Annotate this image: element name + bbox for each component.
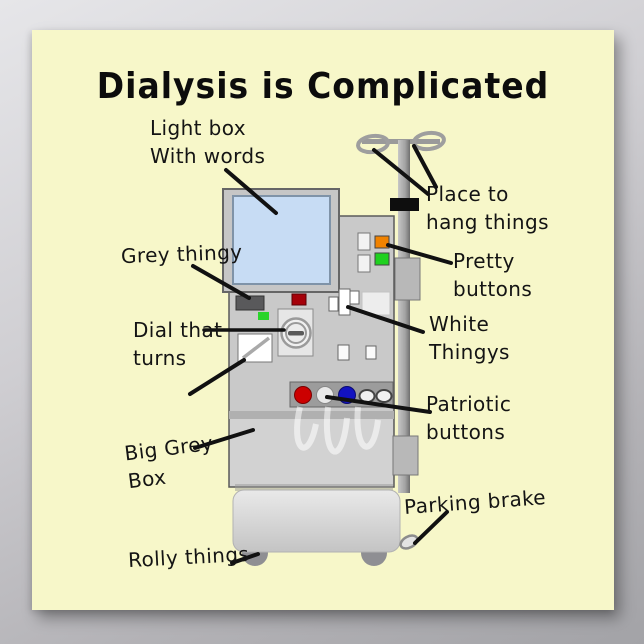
pole-mount-upper (394, 257, 421, 301)
white-slot-lever (241, 336, 271, 360)
poster-title: Dialysis is Complicated (96, 64, 550, 107)
body-shadow (235, 484, 393, 491)
small-button-2 (365, 345, 377, 360)
label-light-box: Light box With words (150, 116, 266, 169)
label-pretty-buttons: Pretty buttons (453, 249, 533, 302)
arrow-parking-brake (413, 510, 449, 545)
label-place-to-hang: Place to hang things (426, 182, 549, 235)
pole-clamp (390, 198, 419, 211)
red-indicator (291, 293, 307, 306)
hanger-hook-right (412, 130, 446, 152)
patriotic-red-button (294, 386, 312, 404)
label-patriotic-buttons: Patriotic buttons (426, 392, 512, 445)
pretty-button-green (374, 252, 390, 266)
dial-pointer (288, 331, 304, 336)
arrow-hang-right (412, 144, 438, 189)
label-dial-that-turns: Dial that turns (133, 318, 223, 371)
arrow-big-grey-box (193, 428, 255, 450)
arrow-hang-left (372, 148, 430, 196)
pretty-button-orange (374, 235, 390, 249)
poster: Dialysis is Complicated Light box With w… (32, 30, 614, 610)
panel-button-2 (357, 254, 371, 273)
arrow-white-thingys (346, 305, 425, 334)
white-thingy-3 (349, 290, 360, 305)
pole-mount-lower (392, 435, 419, 476)
oval-button-2 (375, 389, 393, 403)
arrow-white-slot (188, 358, 246, 396)
label-white-thingys: White Thingys (429, 312, 510, 365)
arrow-grey-thingy (191, 264, 251, 300)
arrow-light-box (224, 168, 278, 215)
white-thingy-2 (338, 288, 351, 316)
machine-base (232, 489, 401, 553)
label-grey-thingy: Grey thingy (120, 239, 243, 269)
tubing-loops (294, 406, 381, 455)
green-indicator (258, 312, 269, 320)
panel-button-1 (357, 232, 371, 251)
patriotic-white-button (316, 386, 334, 404)
machine-seam (229, 411, 394, 419)
grey-thingy-part (235, 295, 265, 311)
arrow-rolly-things (230, 552, 260, 565)
iv-pole (398, 140, 410, 493)
dialysis-machine-figure (188, 130, 453, 566)
arrow-pretty-buttons (386, 243, 453, 265)
annotation-arrows (188, 144, 453, 565)
parking-brake-pedal (399, 534, 419, 550)
small-button-1 (337, 344, 350, 361)
white-thingy-1 (328, 296, 339, 312)
arrow-patriotic (325, 395, 432, 414)
screen-light-box (232, 195, 331, 285)
label-big-grey-box: Big Grey Box (123, 430, 215, 494)
